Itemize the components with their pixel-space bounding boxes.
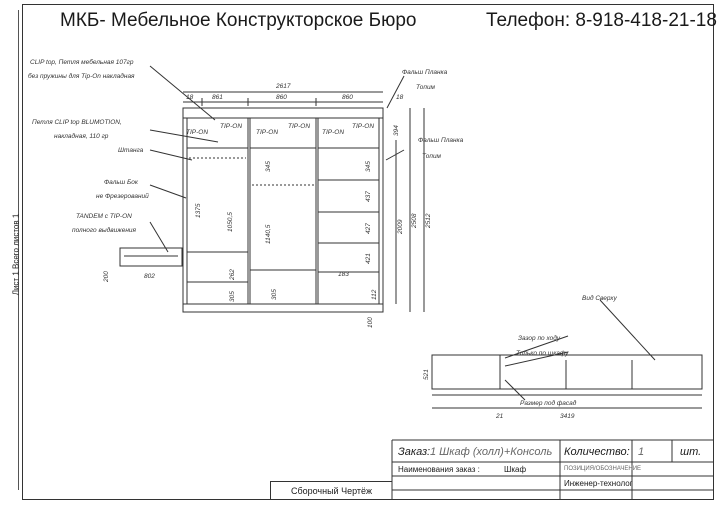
quantity-label: Количество: (564, 446, 630, 458)
callout-hinge-blum-2: накладная, 110 гр (54, 132, 109, 140)
callout-false-side: Фальш Бок (104, 179, 139, 186)
dim-tipon-3: TIP-ON (256, 129, 278, 136)
dim-860-a: 860 (276, 94, 287, 101)
order-label: Заказ: (398, 446, 431, 458)
company-title: МКБ- Мебельное Конструкторское Бюро (60, 10, 417, 31)
callout-hinge-top-2: без пружины для Tip-On накладная (28, 72, 135, 80)
callout-tandem: TANDEM с TIP-ON (76, 213, 132, 220)
dim-305-a: 305 (229, 291, 236, 302)
dim-860-b: 860 (342, 94, 353, 101)
callout-false-plank-mid-2: Топим (422, 153, 442, 160)
dim-1050: 1050,5 (227, 212, 234, 232)
dim-345-b: 345 (365, 161, 372, 172)
quantity-unit: шт. (680, 446, 702, 458)
dim-tipon-2: TIP-ON (220, 123, 242, 130)
callout-tandem-2: полного выдвижения (72, 226, 137, 234)
dim-18-right: 18 (396, 94, 404, 101)
dim-18-left: 18 (186, 94, 194, 101)
dim-183: 183 (338, 271, 349, 278)
plan-view-outline (431, 354, 703, 390)
side-strip: Лист 1 Всего листов 1 (6, 10, 21, 490)
callout-hinge-blum: Петля CLIP top BLUMOTION, (32, 119, 122, 126)
phone-number: Телефон: 8-918-418-21-18 (486, 10, 717, 31)
dim-tipon-6: TIP-ON (352, 123, 374, 130)
dim-2512: 2512 (425, 213, 432, 229)
console-drawer (119, 247, 183, 267)
dim-100: 100 (367, 317, 374, 328)
order-name-label: Наименования заказ : (398, 465, 480, 474)
dim-overall-width: 2617 (275, 83, 291, 90)
dim-394: 394 (393, 125, 400, 136)
dim-2009: 2009 (397, 219, 404, 235)
callout-false-plank-mid: Фальш Планка (418, 137, 464, 144)
dim-112: 112 (371, 289, 378, 300)
callout-false-side-2: не Фрезерований (96, 192, 149, 200)
callout-view-top: Вид Сверху (582, 294, 618, 302)
dim-tipon-4: TIP-ON (288, 123, 310, 130)
dim-421: 421 (365, 253, 372, 264)
sheet-frame (22, 4, 714, 500)
drawing-type-label: Сборочный Чертёж (270, 481, 392, 500)
callout-hinge-top: CLIP top, Петля мебельная 107гр (30, 58, 134, 66)
dim-262: 262 (229, 269, 236, 281)
dim-3419: 3419 (560, 413, 575, 420)
callout-false-plank-top-2: Топим (416, 84, 436, 91)
dim-200: 200 (103, 271, 110, 283)
callout-facade-size: Размер под фасад (520, 399, 577, 407)
dim-802: 802 (144, 273, 155, 280)
quantity-value: 1 (638, 446, 645, 458)
engineer-label: Инженер-технолог (564, 479, 633, 488)
dim-521: 521 (423, 369, 430, 380)
dim-861: 861 (212, 94, 223, 101)
callout-gap-door: Зазор по ходу (518, 334, 561, 342)
dim-345-a: 345 (265, 161, 272, 172)
position-label: ПОЗИЦИЯ/ОБОЗНАЧЕНИЕ (564, 466, 642, 472)
dim-1375: 1375 (195, 203, 202, 218)
dim-21: 21 (495, 413, 504, 420)
dim-305-b: 305 (271, 289, 278, 300)
dim-2508: 2508 (411, 213, 418, 229)
callout-false-plank-top: Фальш Планка (402, 69, 448, 76)
dim-tipon-5: TIP-ON (322, 129, 344, 136)
callout-rod: Штанга (118, 147, 144, 154)
order-name-value: Шкаф (504, 465, 527, 474)
dim-1140: 1140,5 (265, 224, 272, 244)
cabinet-outline (182, 107, 384, 313)
title-block: Заказ: 1 Шкаф (холл)+Консоль Количество:… (392, 440, 714, 500)
callout-only-cab: Только по шкафу (516, 350, 569, 357)
dim-tipon-1: TIP-ON (186, 129, 208, 136)
order-value: 1 Шкаф (холл)+Консоль (430, 446, 553, 458)
dim-427: 427 (365, 223, 372, 234)
dim-437: 437 (365, 191, 372, 202)
